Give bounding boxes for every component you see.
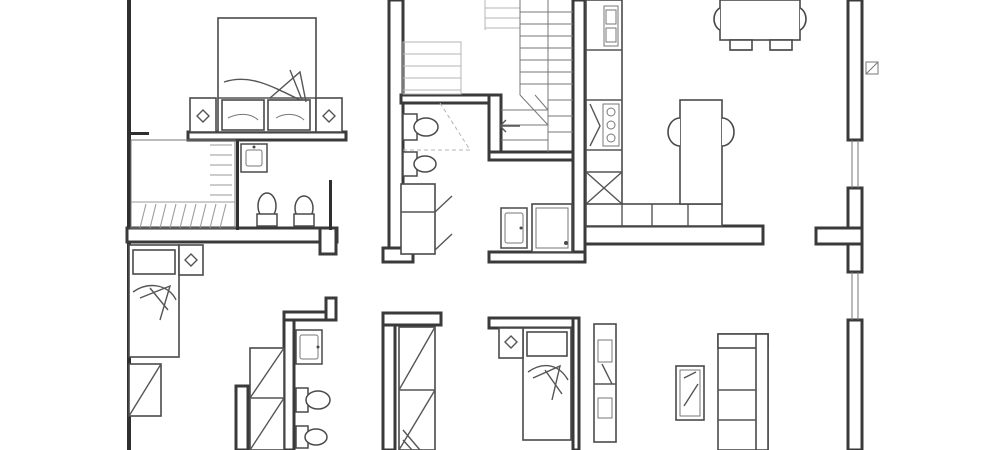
- nightstand-left: [189, 97, 217, 133]
- ensuite-sink: [240, 143, 268, 173]
- service-toilet: [402, 113, 439, 141]
- nightstand-right: [315, 97, 343, 133]
- wardrobe-bath2: [249, 347, 285, 450]
- kitchen-sink: [603, 5, 619, 47]
- ensuite-toilet: [256, 192, 278, 227]
- corridor-closet: [398, 326, 436, 450]
- bed-single-center: [522, 327, 572, 441]
- kitchen-island: [667, 99, 735, 205]
- staircase: [402, 0, 573, 152]
- shower-tray: [531, 203, 573, 253]
- cooktop: [589, 103, 620, 147]
- service-partition: [403, 102, 471, 151]
- bath2-sink: [295, 329, 323, 365]
- dining-table: [713, 0, 807, 51]
- bed-single-west: [128, 244, 180, 358]
- wardrobe-west: [128, 363, 162, 417]
- sofa: [717, 333, 769, 450]
- bath2-toilet: [295, 387, 331, 413]
- nightstand-west: [178, 244, 204, 276]
- service-bidet: [402, 151, 437, 177]
- wardrobe-hatch: [130, 139, 236, 229]
- desk-center: [593, 323, 617, 443]
- service-sink: [500, 207, 528, 249]
- nightstand-center: [498, 327, 524, 359]
- master-bed: [217, 17, 317, 133]
- bath2-bidet: [295, 425, 328, 449]
- utility-cabinet: [400, 183, 453, 255]
- tv-unit: [675, 365, 705, 421]
- ensuite-bidet: [293, 195, 315, 227]
